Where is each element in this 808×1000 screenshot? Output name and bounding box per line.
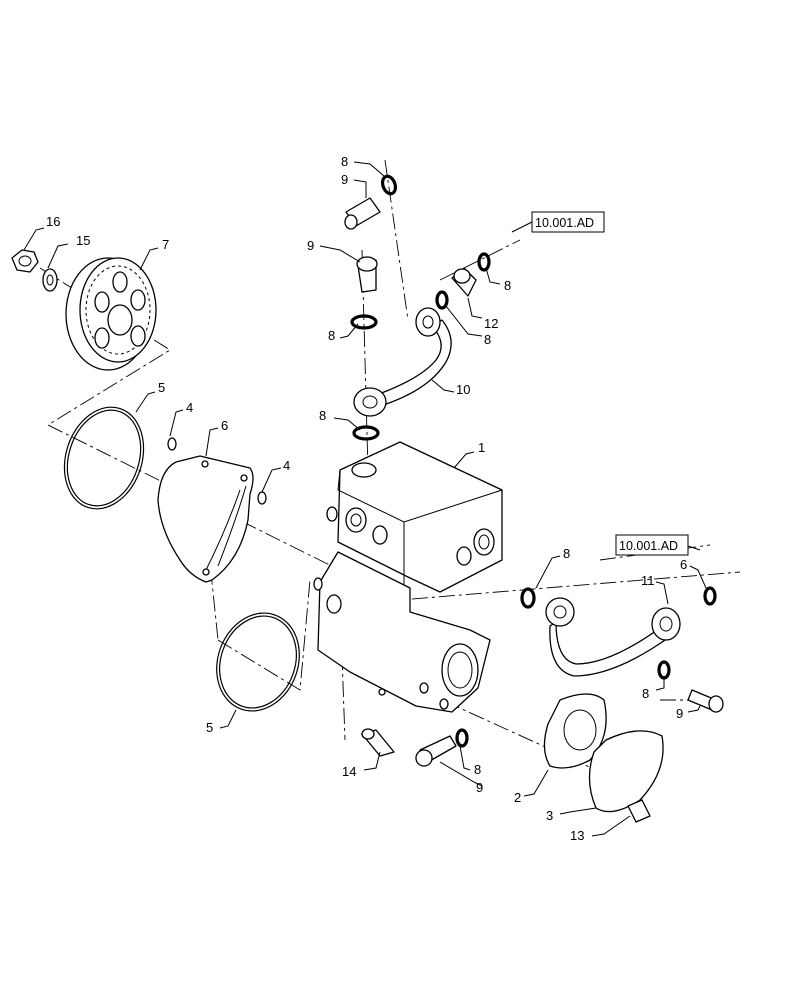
- part-9-bolt-right: [687, 689, 724, 713]
- part-6-cover-plate: [157, 455, 254, 583]
- part-14-bolt: [361, 728, 395, 757]
- callout-14: 14: [342, 764, 356, 779]
- callout-8-mid-right: 8: [484, 332, 491, 347]
- callout-9-upper: 9: [307, 238, 314, 253]
- part-9-bolt-top: [344, 197, 381, 230]
- callout-1: 1: [478, 440, 485, 455]
- callout-8-upper-left: 8: [328, 328, 335, 343]
- part-3-cover: [588, 730, 664, 813]
- part-10-pipe: [353, 307, 452, 417]
- callout-8-mid-left: 8: [319, 408, 326, 423]
- part-5-o-ring-lower: [216, 612, 300, 712]
- part-16-nut: [11, 249, 39, 273]
- callout-8-right: 8: [563, 546, 570, 561]
- callout-8-lower-right: 8: [642, 686, 649, 701]
- part-5-o-ring-upper: [63, 406, 145, 510]
- part-11-pipe: [545, 597, 681, 677]
- part-2-gasket: [543, 693, 607, 769]
- callout-numbers: 16 15 7 5 4 6 4 1 8 9 9 8 8 12 8 10 8 8 …: [46, 154, 687, 843]
- part-1-pump-housing: [313, 441, 503, 713]
- part-4-ring-b: [257, 491, 267, 505]
- part-7-gear: [65, 257, 157, 371]
- callout-3: 3: [546, 808, 553, 823]
- reference-label-top: 10.001.AD: [535, 216, 594, 230]
- leader-lines: [23, 161, 707, 837]
- callout-5-upper: 5: [158, 380, 165, 395]
- callout-15: 15: [76, 233, 90, 248]
- callout-13: 13: [570, 828, 584, 843]
- callout-2: 2: [514, 790, 521, 805]
- callout-16: 16: [46, 214, 60, 229]
- reference-box-top: 10.001.AD: [531, 211, 605, 233]
- part-15-washer: [42, 268, 58, 292]
- callout-9-right: 9: [676, 706, 683, 721]
- callout-7: 7: [162, 237, 169, 252]
- callout-8-top: 8: [341, 154, 348, 169]
- callout-11: 11: [641, 573, 655, 588]
- callout-8-upper-right: 8: [504, 278, 511, 293]
- callout-10: 10: [456, 382, 470, 397]
- callout-9-bottom: 9: [476, 780, 483, 795]
- reference-label-right: 10.001.AD: [619, 539, 678, 553]
- callout-9-top: 9: [341, 172, 348, 187]
- part-4-ring-a: [167, 437, 177, 451]
- part-13-bolt: [627, 799, 651, 823]
- callout-8-bottom: 8: [474, 762, 481, 777]
- callout-6-right: 6: [680, 557, 687, 572]
- reference-box-right: 10.001.AD: [615, 534, 689, 556]
- callout-12: 12: [484, 316, 498, 331]
- callout-4-a: 4: [186, 400, 193, 415]
- part-8-seal-rings: [350, 174, 717, 748]
- callout-6: 6: [221, 418, 228, 433]
- part-9-bolt-upper: [356, 256, 378, 293]
- callout-4-b: 4: [283, 458, 290, 473]
- callout-5-lower: 5: [206, 720, 213, 735]
- part-12-fitting: [451, 267, 477, 297]
- part-9-bolt-bottom: [415, 735, 457, 767]
